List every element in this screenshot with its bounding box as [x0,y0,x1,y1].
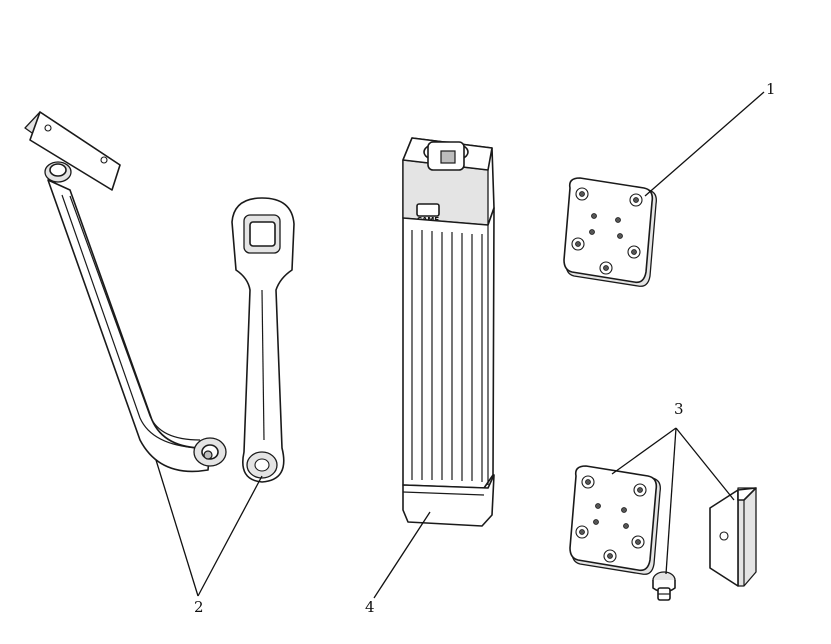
end-bracket-icon [709,487,757,587]
leader-1 [644,91,765,197]
leader-4 [373,511,431,599]
leader-3a [611,427,677,475]
leader-2a [155,459,199,597]
callout-2: 2 [194,598,204,616]
leader-3b [665,427,677,575]
leader-2b [197,475,263,597]
bracket-plate-icon [569,465,661,575]
gearmotor-icon: CAME [402,137,495,527]
callout-3: 3 [674,400,684,418]
curved-arm-icon [24,111,227,473]
leader-3c [675,427,735,501]
fixing-plate-icon [563,177,657,287]
callout-1: 1 [766,80,776,98]
bolt-icon [652,571,676,601]
leader-lines [155,91,765,599]
straight-arm-icon [231,197,295,483]
callout-4: 4 [365,598,375,616]
